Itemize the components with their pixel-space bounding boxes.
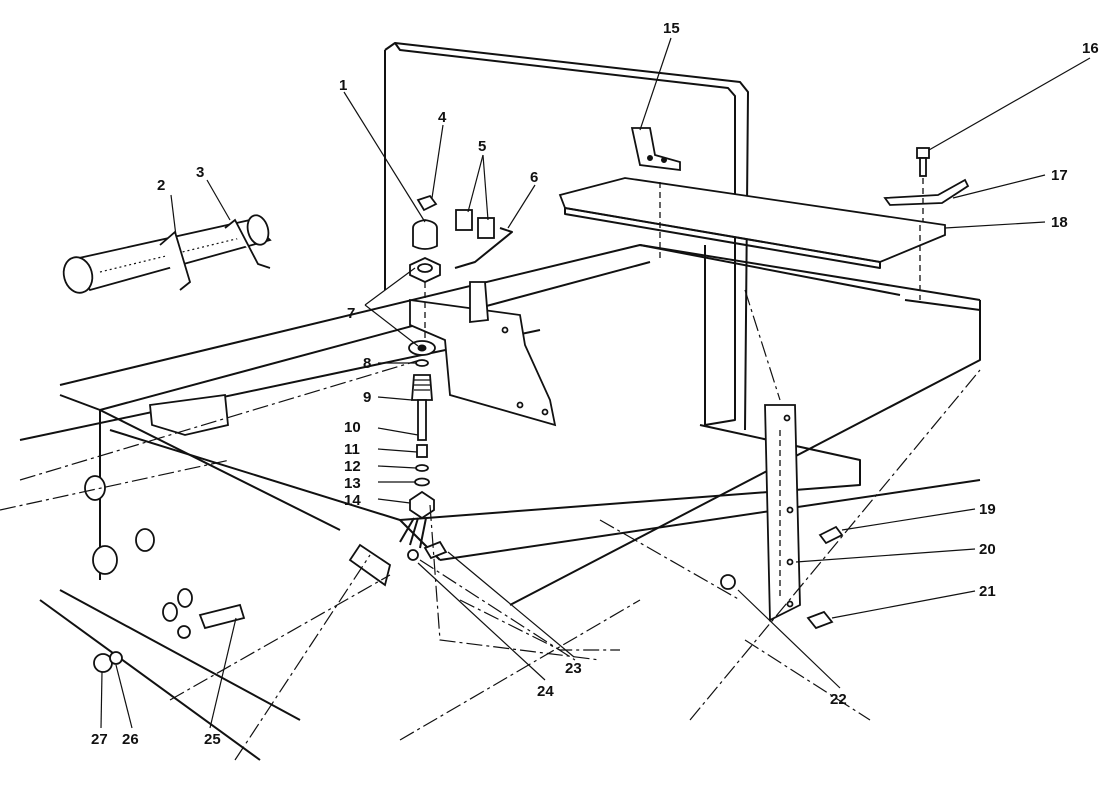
callout-25: 25 <box>204 731 221 748</box>
shelf-bracket <box>558 177 946 300</box>
chassis-details <box>84 393 229 622</box>
side-bracket <box>720 404 844 630</box>
callout-8: 8 <box>363 355 371 372</box>
callout-3: 3 <box>196 164 204 181</box>
callout-14: 14 <box>344 492 361 509</box>
callout-21: 21 <box>979 583 996 600</box>
clip-17 <box>883 178 970 206</box>
switch-assembly <box>416 194 513 324</box>
callout-4: 4 <box>438 109 447 126</box>
callout-7: 7 <box>347 305 355 322</box>
callout-1: 1 <box>339 77 347 94</box>
spring-stack <box>399 219 441 549</box>
callout-11: 11 <box>344 441 360 458</box>
chassis-frame <box>19 244 981 761</box>
callout-22: 22 <box>830 691 847 708</box>
callout-20: 20 <box>979 541 996 558</box>
callout-2: 2 <box>157 177 165 194</box>
screw-16 <box>916 147 930 222</box>
callout-19: 19 <box>979 501 996 518</box>
centre-lines <box>0 289 981 761</box>
callout-12: 12 <box>344 458 361 475</box>
callout-5: 5 <box>478 138 486 155</box>
callout-13: 13 <box>344 475 361 492</box>
mounting-bracket <box>409 298 557 427</box>
callout-9: 9 <box>363 389 371 406</box>
bracket-15 <box>630 127 681 172</box>
callout-26: 26 <box>122 731 139 748</box>
callout-18: 18 <box>1051 214 1068 231</box>
resistor-tube <box>62 214 272 294</box>
callout-labels: 1 2 3 4 5 6 7 8 9 10 11 12 13 14 15 16 1… <box>91 20 1099 748</box>
lower-hardware <box>93 540 448 673</box>
callout-10: 10 <box>344 419 361 436</box>
callout-23: 23 <box>565 660 582 677</box>
callout-6: 6 <box>530 169 538 186</box>
callout-16: 16 <box>1082 40 1099 57</box>
callout-15: 15 <box>663 20 680 37</box>
callout-24: 24 <box>537 683 554 700</box>
leader-lines <box>100 37 1091 729</box>
callout-27: 27 <box>91 731 108 748</box>
callout-17: 17 <box>1051 167 1068 184</box>
